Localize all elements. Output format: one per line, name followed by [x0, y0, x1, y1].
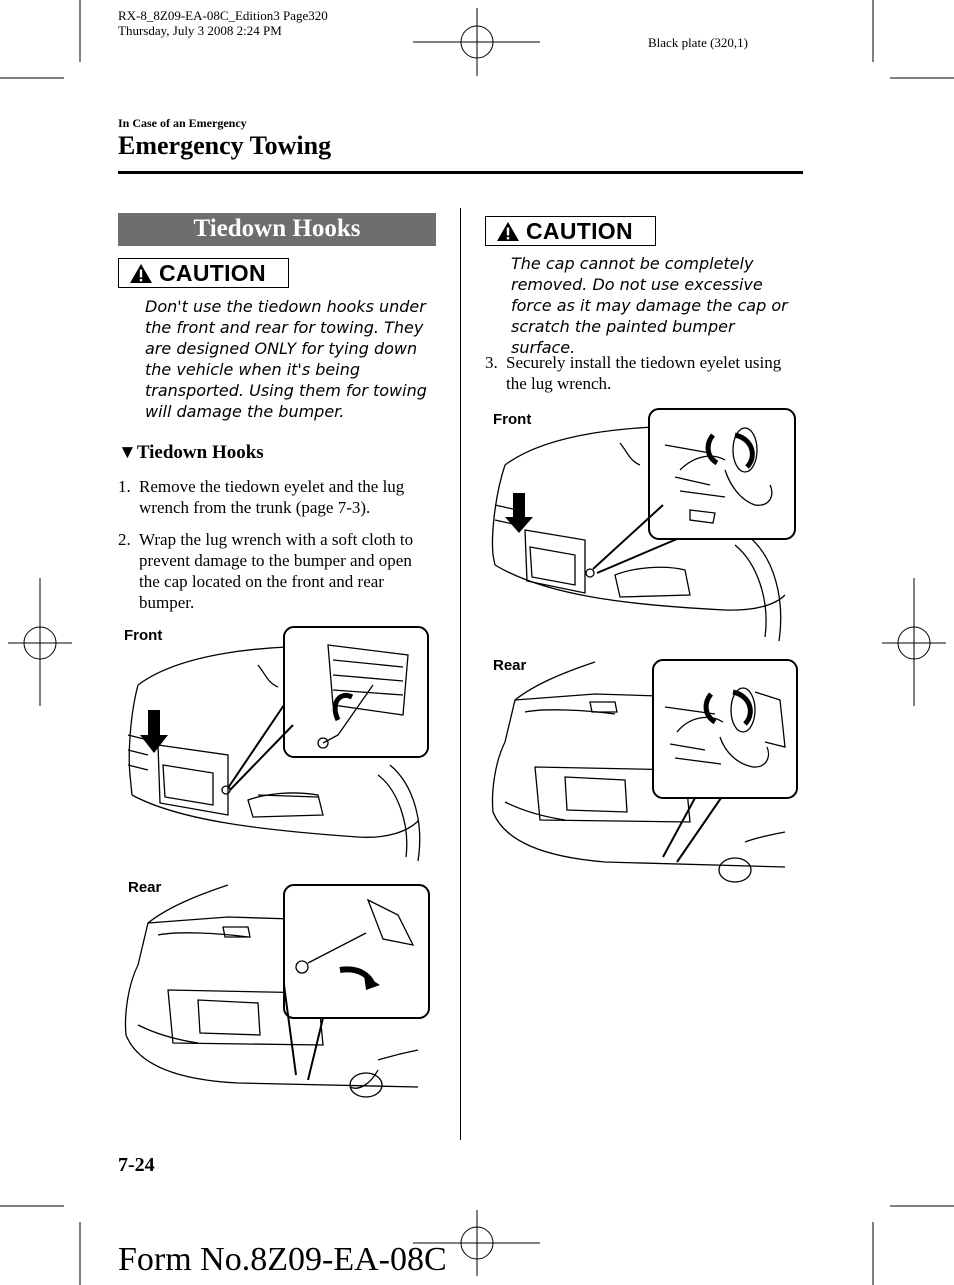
step-number: 1. [118, 477, 131, 496]
caution-label: CAUTION [159, 259, 266, 286]
caution-label: CAUTION [526, 217, 633, 244]
file-info-line-1: RX-8_8Z09-EA-08C_Edition3 Page320 [118, 8, 328, 23]
subheading: ▼Tiedown Hooks [118, 442, 264, 464]
caution-text: Don't use the tiedown hooks under the fr… [145, 297, 427, 421]
subheading-text: Tiedown Hooks [136, 442, 264, 463]
caution-box: CAUTION [118, 258, 289, 288]
front-bumper-illustration [127, 626, 429, 862]
step-text: Remove the tiedown eyelet and the lug wr… [139, 477, 405, 517]
figure-label-rear: Rear [493, 657, 527, 674]
figure-label-front: Front [124, 627, 163, 644]
column-divider [460, 208, 461, 1140]
section-banner: Tiedown Hooks [118, 213, 436, 246]
caution-box: CAUTION [485, 216, 656, 246]
step-number: 2. [118, 530, 131, 549]
rear-eyelet-illustration [491, 659, 798, 883]
list-item: 1. Remove the tiedown eyelet and the lug… [118, 476, 436, 518]
page-number: 7-24 [118, 1154, 155, 1176]
step-text: Wrap the lug wrench with a soft cloth to… [139, 530, 414, 612]
file-info-line-2: Thursday, July 3 2008 2:24 PM [118, 23, 282, 38]
figure-label-rear: Rear [128, 879, 162, 896]
rear-bumper-illustration [124, 884, 430, 1098]
title-rule [118, 171, 803, 174]
section-label: In Case of an Emergency [118, 116, 247, 130]
warning-triangle-icon [497, 221, 519, 241]
list-item: 2. Wrap the lug wrench with a soft cloth… [118, 529, 436, 613]
figure-label-front: Front [493, 411, 532, 428]
form-number: Form No.8Z09-EA-08C [118, 1241, 447, 1278]
front-eyelet-illustration [491, 408, 796, 642]
caution-text: The cap cannot be completely removed. Do… [511, 254, 788, 357]
triangle-down-icon: ▼ [118, 442, 137, 463]
list-item: 3. Securely install the tiedown eyelet u… [485, 352, 785, 394]
step-text: Securely install the tiedown eyelet usin… [506, 353, 782, 393]
black-plate-label: Black plate (320,1) [648, 35, 748, 50]
page-title: Emergency Towing [118, 131, 332, 160]
warning-triangle-icon [130, 263, 152, 283]
step-number: 3. [485, 353, 498, 372]
